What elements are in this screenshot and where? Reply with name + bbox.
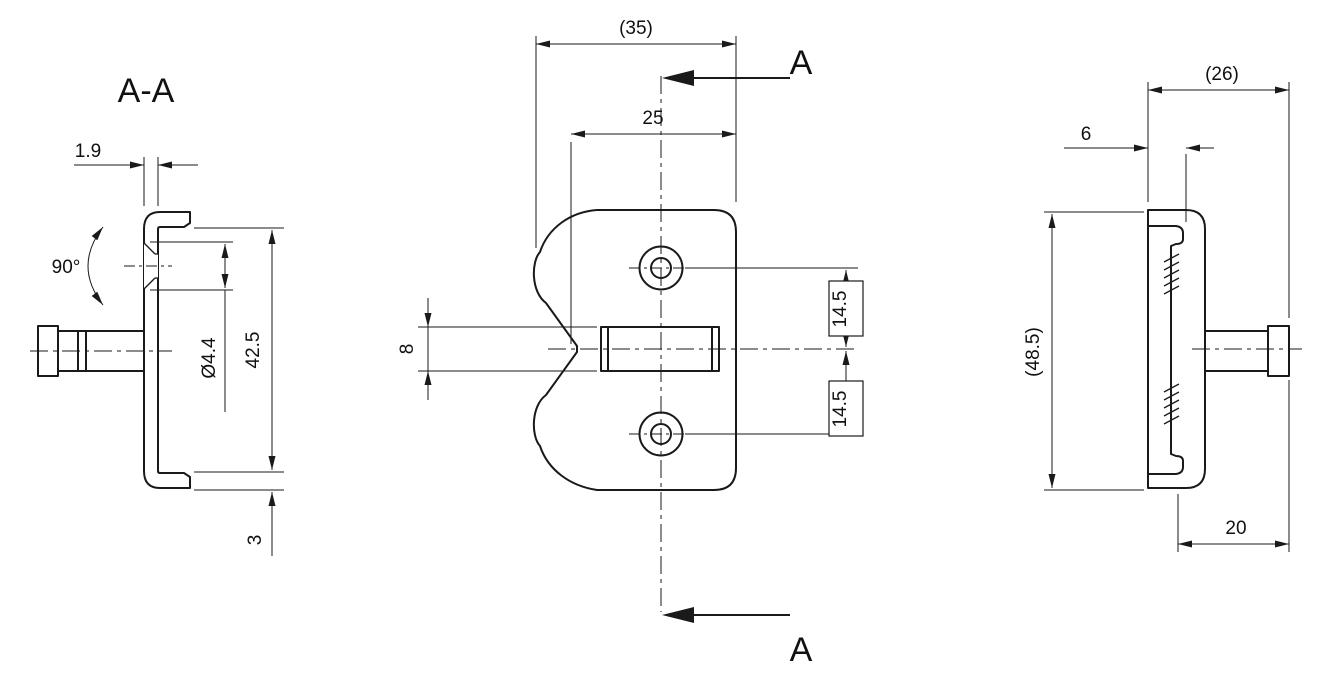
dim-label-overall-height: (48.5) bbox=[1023, 327, 1044, 377]
dim-pin-protrusion: 20 bbox=[1177, 380, 1290, 552]
dim-upper-spacing: 14.5 bbox=[685, 267, 864, 347]
dim-inner-height: 42.5 bbox=[194, 227, 284, 473]
dim-hole-diameter: Ø4.4 bbox=[150, 241, 233, 412]
dim-frame-lower bbox=[828, 380, 864, 437]
serration-marks-upper bbox=[1163, 253, 1180, 295]
section-arrowhead-icon bbox=[662, 70, 694, 86]
dim-label-overall-depth: (26) bbox=[1205, 64, 1239, 85]
dim-label-inner-height: 42.5 bbox=[243, 332, 264, 369]
dim-frame-upper bbox=[828, 280, 864, 337]
countersink-face-bottom bbox=[143, 277, 156, 290]
dim-label-slot-height: 8 bbox=[397, 344, 418, 355]
dim-lower-spacing: 14.5 bbox=[685, 351, 864, 437]
dim-label-pin-protrusion: 20 bbox=[1225, 518, 1246, 539]
side-body-outline bbox=[1147, 209, 1206, 489]
dim-label-lower-spacing: 14.5 bbox=[830, 391, 851, 428]
dim-countersink-angle: 90° bbox=[52, 226, 104, 306]
dim-flange-offset: 3 bbox=[194, 489, 284, 556]
section-label-bottom: A bbox=[790, 631, 813, 669]
dim-lip-offset: 6 bbox=[1064, 124, 1214, 222]
dim-overall-depth: (26) bbox=[1147, 64, 1290, 318]
channel-profile-section bbox=[143, 211, 191, 489]
dim-label-flange-offset: 3 bbox=[245, 535, 266, 546]
plate-outline bbox=[532, 209, 737, 491]
view-section-aa: A-A 1.9 90° bbox=[30, 72, 284, 556]
dim-label-hole-dia: Ø4.4 bbox=[199, 337, 220, 379]
dim-thickness: 1.9 bbox=[74, 141, 198, 206]
dim-position: 25 bbox=[570, 108, 736, 344]
dim-label-lip-offset: 6 bbox=[1081, 124, 1092, 145]
dim-label-overall-width: (35) bbox=[619, 18, 653, 39]
section-arrow-top: A bbox=[662, 44, 813, 86]
dim-overall-width: (35) bbox=[535, 18, 737, 248]
section-title: A-A bbox=[118, 72, 175, 110]
side-pin-shaft bbox=[1204, 330, 1269, 372]
dim-overall-height: (48.5) bbox=[1023, 211, 1144, 491]
side-inner-profile bbox=[1147, 225, 1184, 475]
view-front: A A (35) 25 8 bbox=[397, 18, 864, 669]
dim-label-upper-spacing: 14.5 bbox=[830, 291, 851, 328]
section-arrowhead-icon bbox=[662, 607, 694, 623]
dim-slot-height: 8 bbox=[397, 298, 597, 400]
view-side: (26) 6 (48.5) 20 bbox=[1023, 64, 1302, 552]
section-arrow-bottom: A bbox=[662, 607, 813, 669]
side-pin-flange bbox=[1267, 325, 1290, 377]
dim-label-angle: 90° bbox=[52, 257, 81, 278]
dim-label-position: 25 bbox=[642, 108, 663, 129]
dim-label-thickness: 1.9 bbox=[75, 141, 101, 162]
serration-marks-lower bbox=[1163, 383, 1180, 425]
section-label-top: A bbox=[790, 44, 813, 82]
countersink-face-top bbox=[143, 242, 156, 255]
